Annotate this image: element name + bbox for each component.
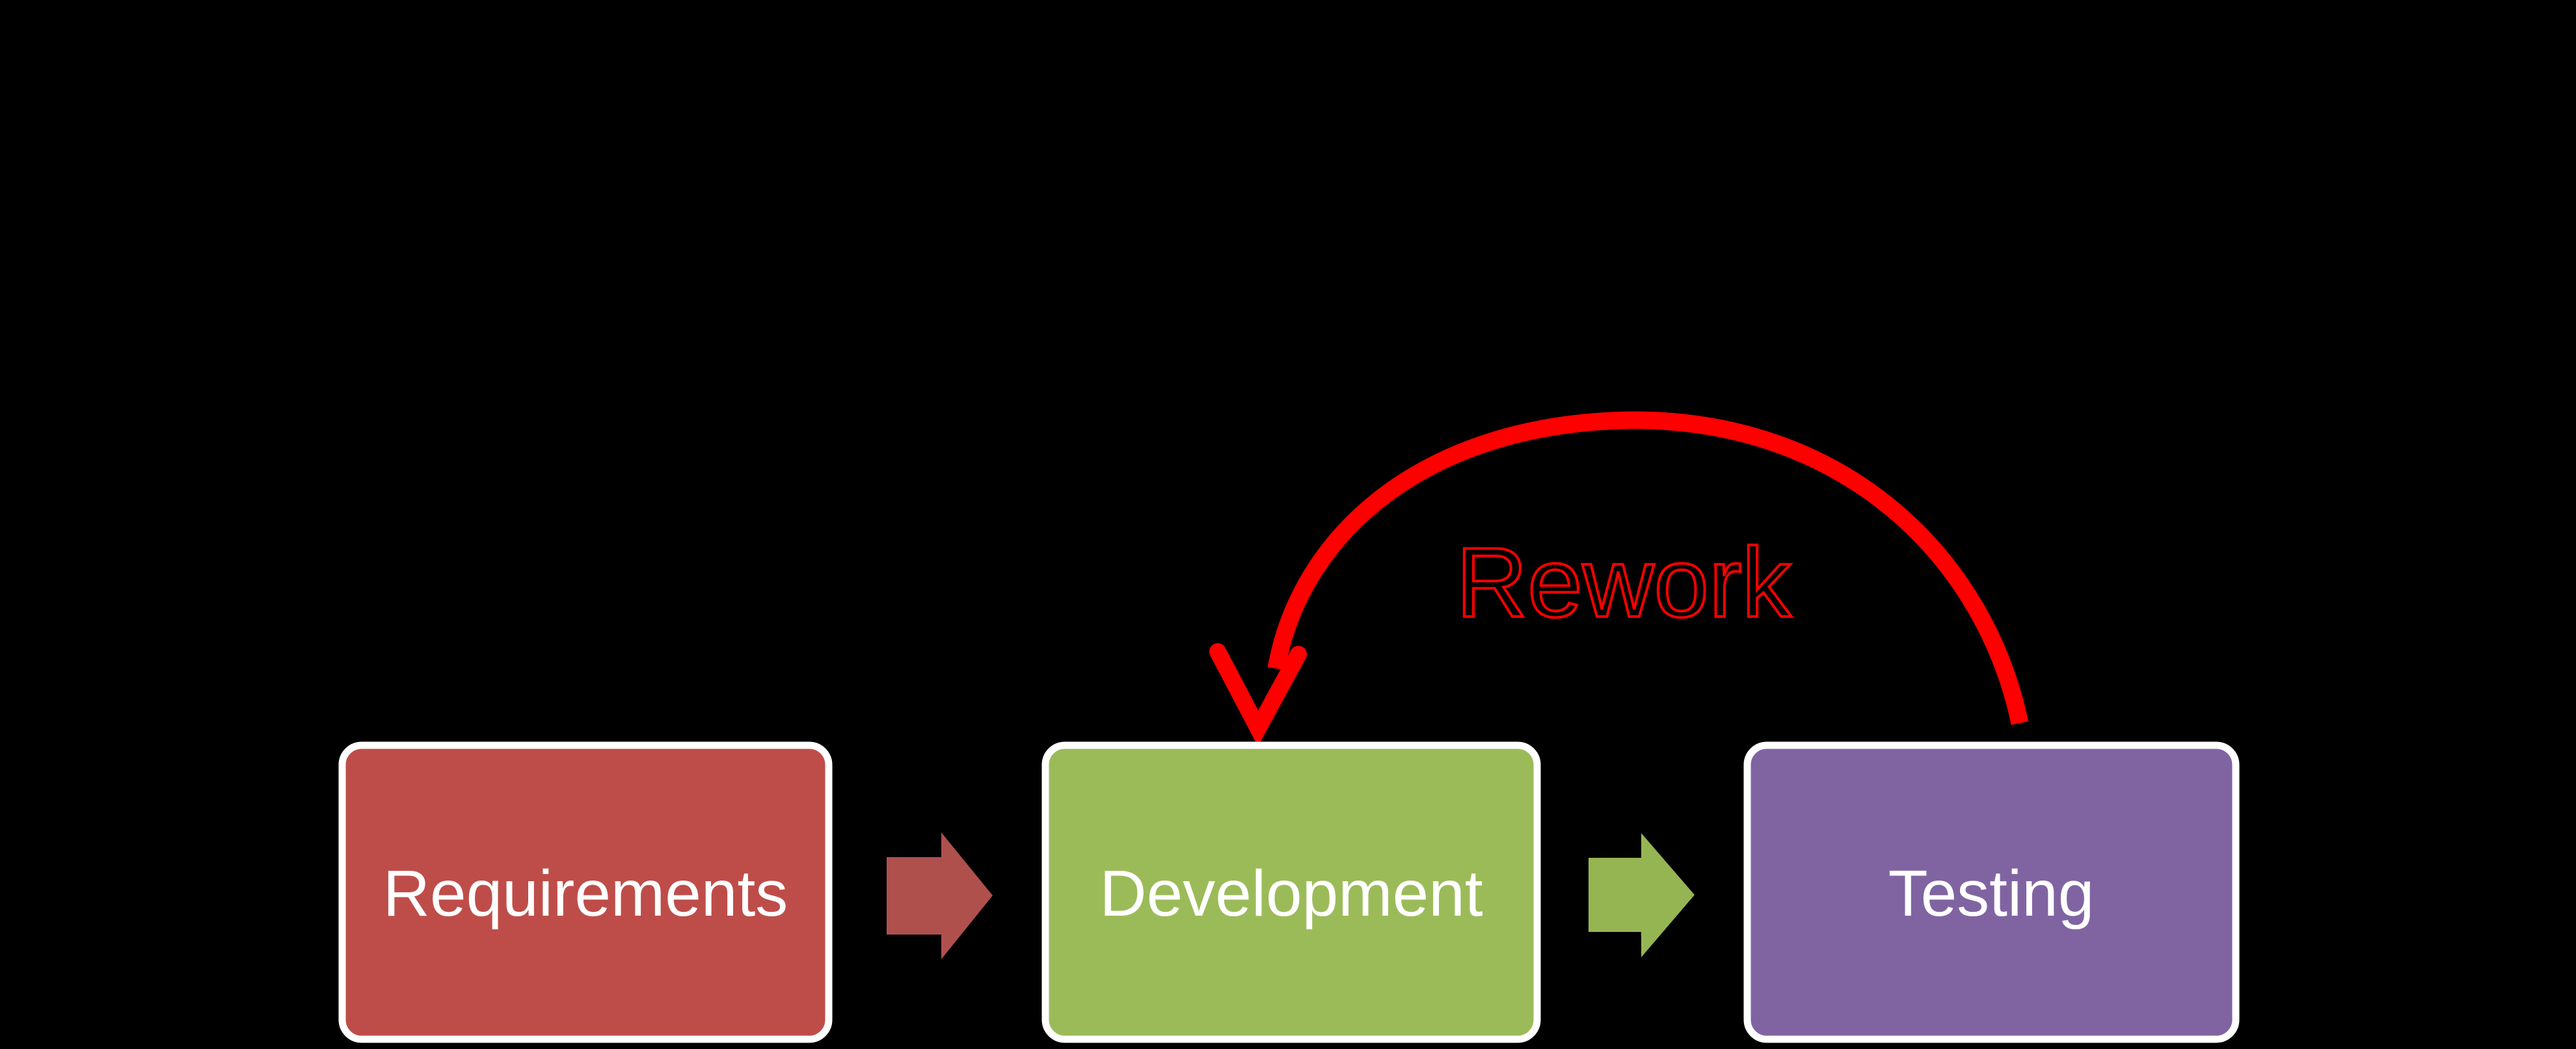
node-testing: Testing	[1743, 741, 2240, 1043]
node-testing-box	[1743, 741, 2240, 1043]
node-development: Development	[1041, 741, 1541, 1043]
rework-connector: Rework	[1209, 411, 2029, 747]
rework-label: Rework	[1456, 527, 1791, 638]
node-requirements-box	[338, 741, 833, 1043]
arrow-requirements-to-development-icon	[887, 832, 993, 959]
rework-arc	[1267, 411, 2029, 725]
node-development-label: Development	[1099, 857, 1483, 930]
node-testing-label: Testing	[1888, 857, 2095, 930]
arrow-development-to-testing-icon	[1589, 833, 1695, 957]
node-requirements: Requirements	[338, 741, 833, 1043]
node-development-box	[1041, 741, 1541, 1043]
node-requirements-label: Requirements	[383, 857, 788, 930]
rework-arrowhead-icon	[1209, 643, 1307, 747]
